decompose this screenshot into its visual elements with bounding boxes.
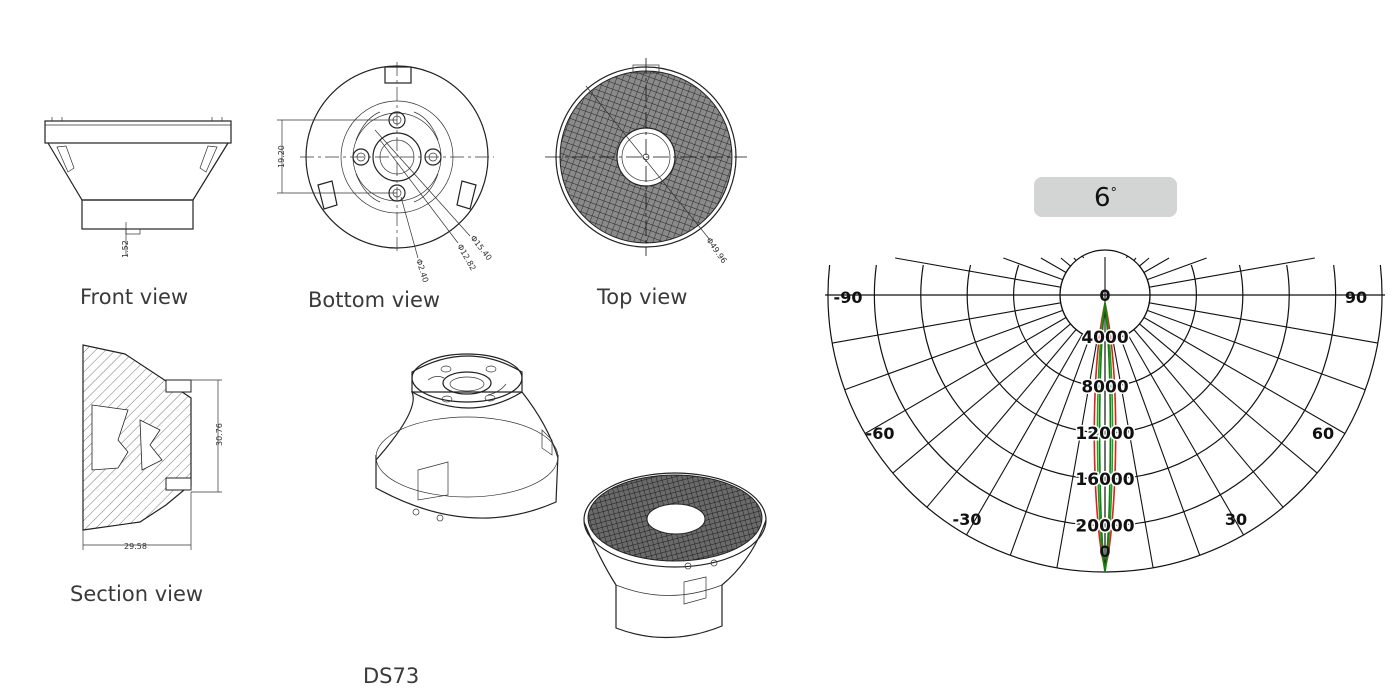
- beam-angle-unit: °: [1110, 186, 1118, 201]
- top-view-drawing: [545, 58, 747, 256]
- polar-radial-line: [1060, 257, 1071, 267]
- polar-radial-line: [1147, 309, 1366, 391]
- caption-bottom-view: Bottom view: [308, 288, 440, 312]
- polar-angle-label: 30: [1225, 510, 1247, 529]
- iso-view-upper: [375, 353, 559, 522]
- polar-angle-label: 0: [1099, 286, 1110, 305]
- dim-top-diameter: Φ49.96: [704, 236, 728, 265]
- polar-radial-line: [1149, 302, 1378, 344]
- polar-radial-line: [1133, 329, 1284, 508]
- front-view-drawing: [44, 117, 232, 256]
- dim-bottom-d3: Φ2.40: [414, 258, 430, 284]
- polar-radial-line: [926, 329, 1077, 508]
- caption-front-view: Front view: [80, 285, 188, 309]
- polar-angle-label: 90: [1345, 288, 1367, 307]
- section-view-drawing: [82, 344, 222, 550]
- polar-radial-line: [895, 257, 1061, 288]
- polar-radial-line: [1119, 337, 1201, 556]
- polar-radial-line: [1139, 323, 1318, 474]
- polar-radial-line: [1139, 257, 1150, 267]
- polar-radial-line: [892, 323, 1071, 474]
- polar-light-distribution-chart: 4000 8000 12000 16000 20000 -90 90 -60 60 -30 30 0 0: [825, 249, 1385, 573]
- polar-radial-line: [1003, 257, 1063, 281]
- polar-radial-line: [1143, 317, 1346, 434]
- polar-ring-label: 16000: [1075, 470, 1134, 490]
- polar-angle-label: -90: [834, 288, 863, 307]
- polar-radial-line: [844, 309, 1063, 391]
- polar-radial-line: [1040, 257, 1067, 273]
- beam-angle-badge: 6°: [1034, 177, 1177, 217]
- polar-ring-label: 20000: [1075, 517, 1134, 537]
- polar-angle-label: -60: [866, 424, 895, 443]
- polar-radial-line: [864, 317, 1067, 434]
- polar-ring-label: 8000: [1081, 377, 1128, 397]
- dim-section-height: 30.76: [215, 423, 224, 446]
- polar-radial-line: [1149, 257, 1315, 288]
- polar-angle-label: -30: [953, 510, 982, 529]
- dim-section-width: 29.58: [124, 542, 147, 551]
- polar-radial-line: [1056, 339, 1098, 568]
- polar-angle-label: 0: [1099, 542, 1110, 561]
- dim-front-height: 1.52: [121, 240, 130, 258]
- polar-radial-line: [1112, 339, 1154, 568]
- dim-bottom-offset: 19.20: [277, 145, 286, 168]
- iso-view-lower: [583, 472, 767, 639]
- polar-ring-label: 4000: [1081, 328, 1128, 348]
- caption-model: DS73: [363, 664, 419, 688]
- polar-radial-line: [1143, 257, 1170, 273]
- dim-bottom-d2: Φ12.82: [455, 243, 477, 273]
- bottom-view-drawing: [277, 62, 494, 259]
- polar-angle-label: 60: [1312, 424, 1334, 443]
- polar-radial-line: [966, 333, 1083, 536]
- polar-radial-line: [1127, 333, 1244, 536]
- caption-top-view: Top view: [596, 285, 687, 309]
- caption-section-view: Section view: [70, 582, 203, 606]
- polar-ring-label: 12000: [1075, 424, 1134, 444]
- polar-radial-line: [832, 302, 1061, 344]
- polar-radial-line: [1147, 257, 1207, 281]
- polar-beam-curve: [1098, 302, 1112, 573]
- beam-angle-value: 6: [1093, 183, 1111, 213]
- polar-radial-line: [1009, 337, 1091, 556]
